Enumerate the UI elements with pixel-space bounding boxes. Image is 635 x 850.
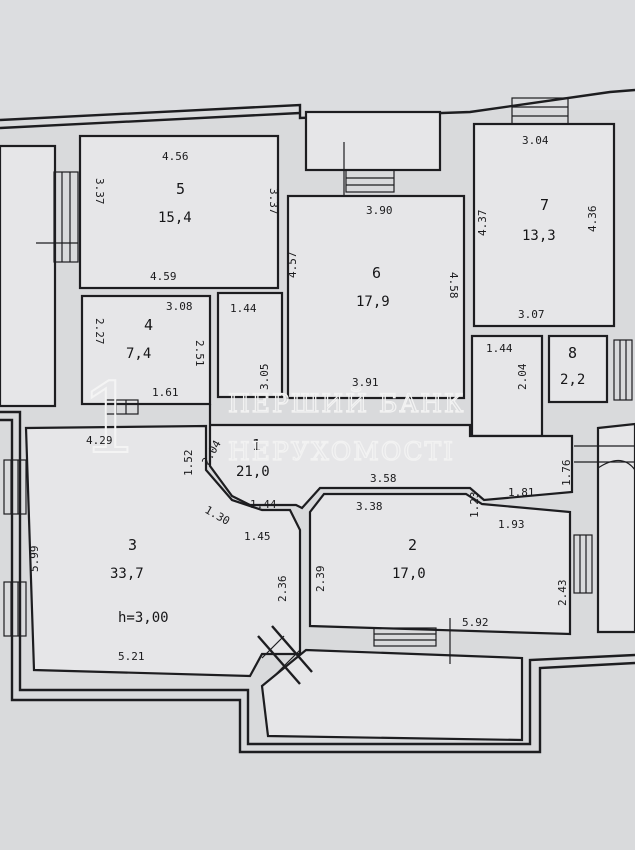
watermark: 1 ПЕРШИЙ БАНК НЕРУХОМОСТІ — [79, 362, 465, 476]
dim-label: 2.04 — [516, 363, 529, 390]
window-right-2 — [573, 534, 593, 594]
left-block — [0, 144, 57, 408]
dim-label: 2.43 — [556, 580, 569, 607]
dim-label: 3.37 — [267, 188, 280, 215]
dim-label: 5.21 — [118, 650, 145, 663]
dim-label: 4.29 — [86, 434, 113, 447]
room-5-number: 5 — [176, 180, 185, 198]
room-3-number: 3 — [128, 536, 137, 554]
dim-label: 4.37 — [476, 210, 489, 237]
room-3-height: h=3,00 — [118, 610, 169, 626]
room-5 — [78, 134, 280, 290]
room-5-area: 15,4 — [158, 210, 192, 226]
dim-label: 5.92 — [462, 616, 489, 629]
door-balcony-3 — [257, 625, 313, 685]
dim-label: 1.93 — [498, 518, 525, 531]
watermark-logo: 1 — [80, 363, 141, 475]
dim-label: 3.58 — [370, 472, 397, 485]
room-2-area: 17,0 — [392, 566, 426, 582]
dim-label: 3.91 — [352, 376, 379, 389]
dim-label: 1.81 — [508, 486, 535, 499]
room-8 — [547, 334, 609, 404]
dim-label: 1.44 — [250, 498, 277, 511]
balcony-top — [304, 110, 442, 172]
watermark-line1: ПЕРШИЙ БАНК — [228, 388, 465, 418]
room-6-area: 17,9 — [356, 294, 390, 310]
dim-label: 1.44 — [230, 302, 257, 315]
entry-marks — [105, 399, 139, 415]
dim-label: 3.04 — [522, 134, 549, 147]
dim-label: 3.08 — [166, 300, 193, 313]
dim-label: 4.58 — [447, 272, 460, 299]
window-bottom-2 — [373, 618, 451, 664]
dim-label: 4.57 — [286, 252, 299, 279]
room-1-number: 1 — [252, 436, 261, 454]
room-4 — [80, 294, 212, 406]
window-right-8 — [613, 339, 633, 401]
dim-label: 4.56 — [162, 150, 189, 163]
room-6 — [286, 194, 466, 400]
room-6-number: 6 — [372, 264, 381, 282]
dim-label: 2.27 — [93, 318, 106, 345]
dim-label: 1.76 — [560, 460, 573, 487]
room-4-number: 4 — [144, 316, 153, 334]
window-left-5 — [36, 171, 79, 263]
right-block — [596, 422, 635, 634]
dim-label: 4.36 — [586, 206, 599, 233]
paper-top — [0, 0, 635, 110]
balcony-bottom — [260, 648, 524, 742]
room-2 — [308, 492, 572, 636]
dim-label: 3.07 — [518, 308, 545, 321]
dim-label: 2.39 — [314, 566, 327, 593]
dim-label: 3.38 — [356, 500, 383, 513]
dim-label: 5.99 — [28, 546, 41, 573]
room-7-number: 7 — [540, 196, 549, 214]
dim-label: 3.90 — [366, 204, 393, 217]
room-8-number: 8 — [568, 344, 577, 362]
corridor-strip — [216, 291, 284, 399]
dim-label: 1.52 — [182, 450, 195, 477]
window-left-3 — [3, 459, 27, 637]
room-1-area: 21,0 — [236, 464, 270, 480]
dim-label: 2.36 — [276, 576, 289, 603]
room-3-area: 33,7 — [110, 566, 144, 582]
room-8-area: 2,2 — [560, 372, 585, 388]
door-arc-right — [597, 459, 635, 471]
outer-walls — [0, 88, 635, 754]
dim-label: 4.59 — [150, 270, 177, 283]
room-3 — [24, 424, 302, 678]
room-7 — [472, 122, 616, 328]
window-top-7 — [511, 97, 569, 125]
dim-label: 1.45 — [244, 530, 271, 543]
dim-label: 1.44 — [486, 342, 513, 355]
watermark-line2: НЕРУХОМОСТІ — [228, 437, 455, 466]
dim-label: 2.51 — [193, 340, 206, 367]
dim-label: 3.05 — [258, 364, 271, 391]
room-4-area: 7,4 — [126, 346, 151, 362]
room-2-number: 2 — [408, 536, 417, 554]
room-7-area: 13,3 — [522, 228, 556, 244]
dim-label: 1.23 — [468, 492, 481, 519]
dim-label: 1.61 — [152, 386, 179, 399]
dim-label: 3.37 — [93, 178, 106, 205]
room-1 — [208, 404, 574, 510]
